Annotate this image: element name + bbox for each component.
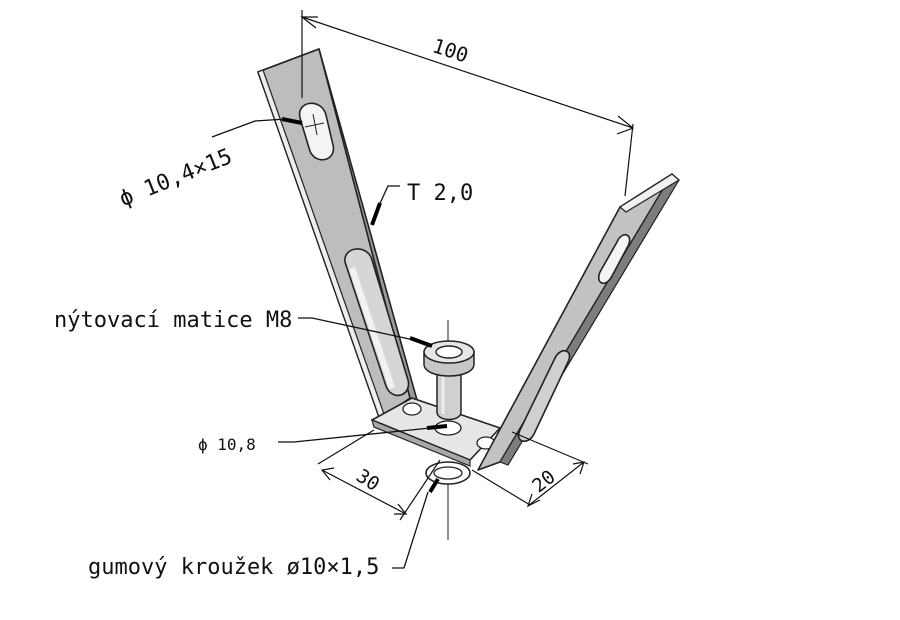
slot-label: ϕ 10,4×15 bbox=[116, 144, 236, 212]
rivet-nut-body bbox=[436, 371, 462, 421]
hole-callout: ϕ 10,8 bbox=[198, 424, 448, 454]
hole-label: ϕ 10,8 bbox=[198, 435, 256, 454]
rubber-ring bbox=[425, 461, 471, 540]
slot-callout: ϕ 10,4×15 bbox=[116, 117, 303, 212]
right-upper-slot bbox=[598, 234, 631, 284]
thickness-callout: T 2,0 bbox=[370, 181, 473, 226]
right-arm-top bbox=[618, 173, 681, 213]
right-arm bbox=[477, 173, 681, 471]
ring-callout: gumový kroužek ø10×1,5 bbox=[88, 477, 440, 580]
right-arm-face bbox=[477, 173, 673, 471]
rubber-ring-inner bbox=[433, 466, 463, 480]
dimension-100: 100 bbox=[300, 10, 635, 197]
thickness-label: T 2,0 bbox=[407, 181, 473, 206]
left-arm bbox=[257, 48, 418, 421]
rivet-nut bbox=[423, 320, 475, 421]
rivet-nut-label: nýtovací matice M8 bbox=[54, 308, 292, 333]
dimension-20-label: 20 bbox=[528, 466, 560, 497]
dimension-30-label: 30 bbox=[352, 465, 383, 496]
right-long-slot bbox=[517, 350, 571, 442]
rivet-nut-bore bbox=[435, 345, 463, 359]
base-hole-left bbox=[402, 402, 422, 416]
rivet-nut-callout: nýtovací matice M8 bbox=[54, 308, 433, 348]
ring-label: gumový kroužek ø10×1,5 bbox=[88, 555, 379, 580]
